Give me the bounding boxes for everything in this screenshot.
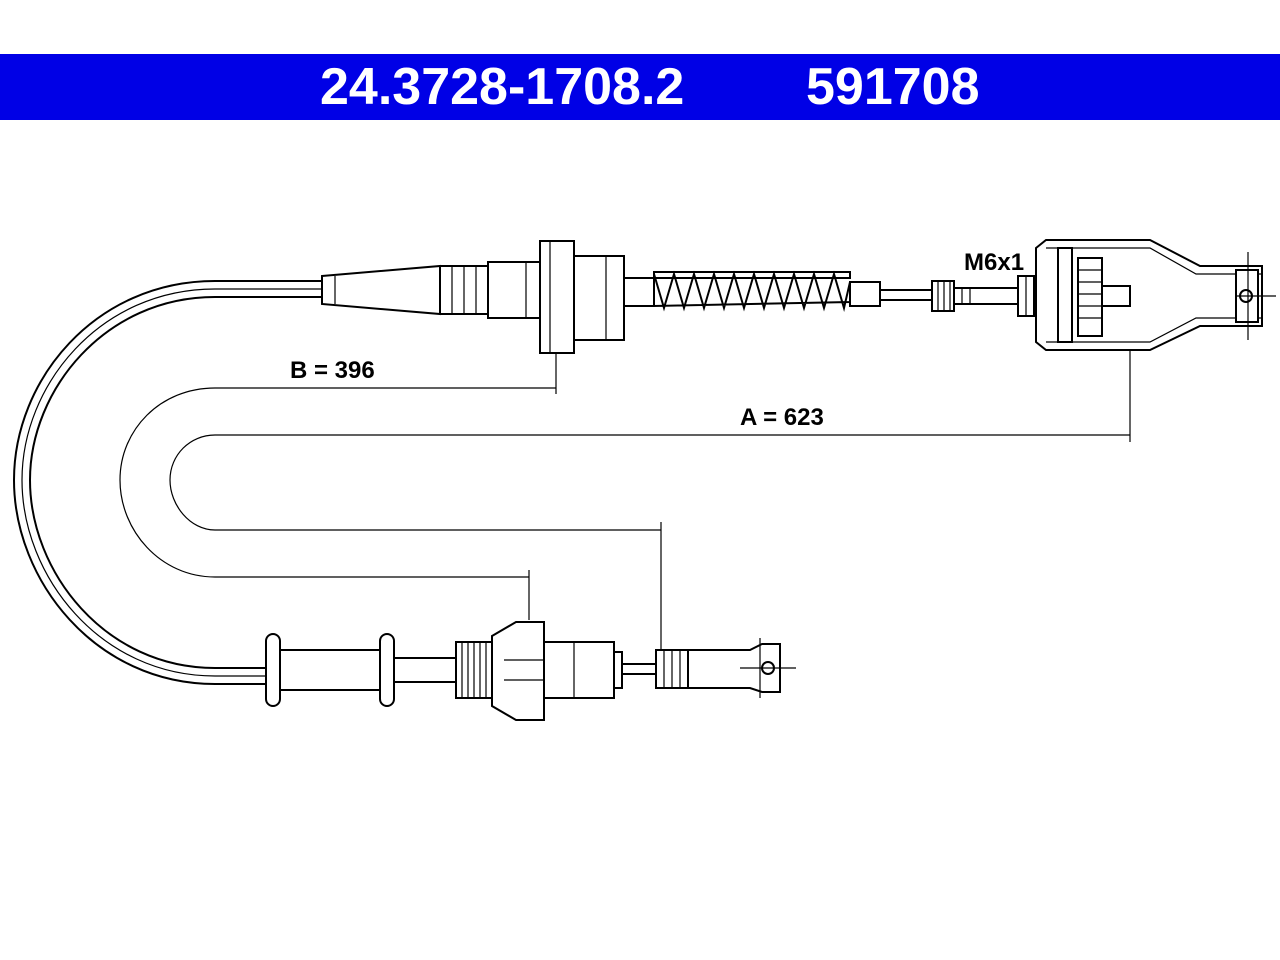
dimension-a-lines [169, 296, 1131, 660]
cable-sheath [12, 280, 322, 685]
thread-spec-label: M6x1 [964, 249, 1024, 276]
part-number-primary: 24.3728-1708.2 [320, 58, 685, 116]
header-bar: 24.3728-1708.2 591708 [0, 54, 1280, 120]
dimension-b-label: B = 396 [290, 357, 375, 384]
dimension-a-label: A = 623 [740, 404, 824, 431]
part-number-secondary: 591708 [806, 58, 980, 116]
dimension-b-lines [119, 300, 557, 620]
upper-end-fitting [321, 239, 1276, 354]
lower-end-fitting [265, 621, 796, 721]
